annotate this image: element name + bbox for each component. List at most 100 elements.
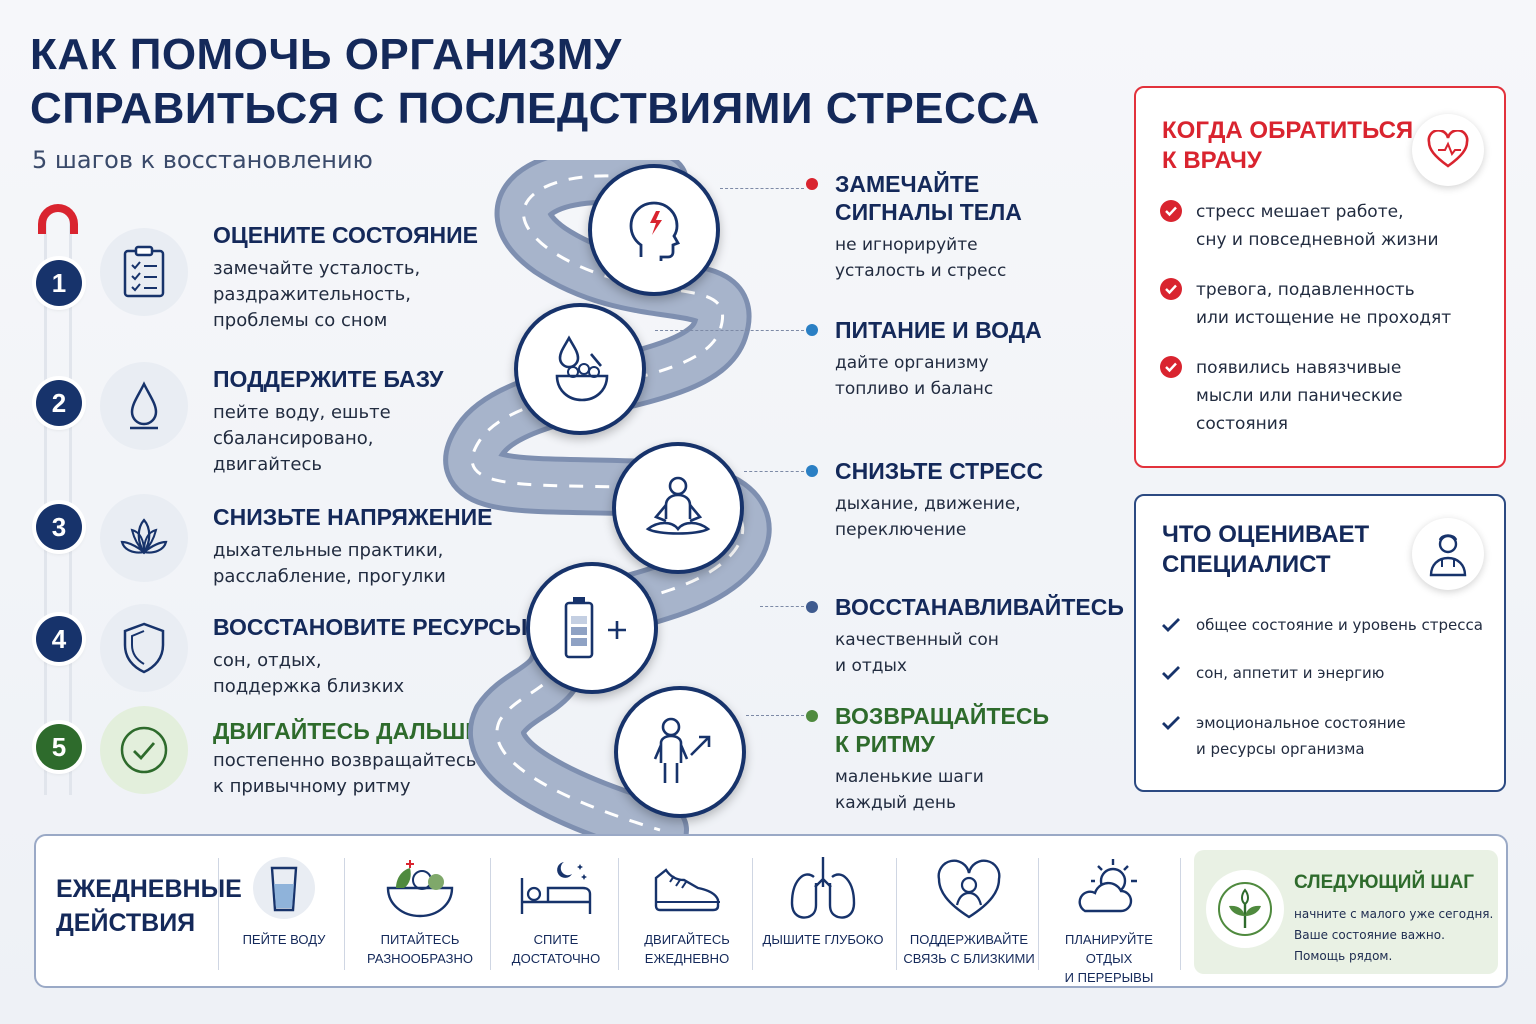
doctor-item-text: стресс мешает работе, сну и повседневной… — [1196, 202, 1439, 250]
step-number: 5 — [36, 724, 82, 770]
doctor-item-text: появились навязчивые мысли или панически… — [1196, 358, 1403, 434]
road-item-5: ВОЗВРАЩАЙТЕСЬ К РИТМУ маленькие шаги каж… — [806, 702, 1106, 816]
next-step-title: СЛЕДУЮЩИЙ ШАГ — [1294, 872, 1474, 893]
page-title: КАК ПОМОЧЬ ОРГАНИЗМУ СПРАВИТЬСЯ С ПОСЛЕД… — [30, 28, 1090, 136]
road-node-5 — [614, 686, 746, 818]
sneaker-icon — [624, 846, 750, 930]
road-text: качественный сон и отдых — [835, 630, 999, 676]
panel-title: ЧТО ОЦЕНИВАЕТ СПЕЦИАЛИСТ — [1162, 521, 1370, 578]
step-title: СНИЗЬТЕ НАПРЯЖЕНИЕ — [213, 504, 493, 530]
road-item-1: ЗАМЕЧАЙТЕ СИГНАЛЫ ТЕЛА не игнорируйте ус… — [806, 170, 1106, 284]
step-title: ПОДДЕРЖИТЕ БАЗУ — [213, 366, 444, 392]
clipboard-icon — [100, 228, 188, 316]
divider — [1038, 858, 1039, 970]
divider — [896, 858, 897, 970]
road-title: ПИТАНИЕ И ВОДА — [835, 317, 1042, 343]
next-step-card: СЛЕДУЮЩИЙ ШАГ начните с малого уже сегод… — [1194, 850, 1498, 974]
divider — [490, 858, 491, 970]
road-node-2 — [514, 303, 646, 435]
specialist-item-text: общее состояние и уровень стресса — [1196, 616, 1483, 634]
specialist-item: эмоциональное состояние и ресурсы органи… — [1160, 710, 1490, 762]
divider — [1180, 858, 1181, 970]
specialist-item: общее состояние и уровень стресса — [1160, 612, 1490, 638]
action-label: ДВИГАЙТЕСЬ ЕЖЕДНЕВНО — [644, 932, 730, 966]
bed-moon-icon — [496, 846, 616, 930]
page-subtitle: 5 шагов к восстановлению — [32, 146, 373, 174]
check-icon — [1160, 712, 1182, 734]
step-text: замечайте усталость, раздражительность, … — [213, 258, 421, 331]
action-label: ПЛАНИРУЙТЕ ОТДЫХ И ПЕРЕРЫВЫ — [1064, 932, 1154, 985]
connector-line — [744, 471, 804, 472]
step-2: 2 ПОДДЕРЖИТЕ БАЗУ пейте воду, ешьте сбал… — [0, 362, 520, 475]
road-node-3 — [612, 442, 744, 574]
road-dot — [806, 601, 818, 613]
step-number: 4 — [36, 616, 82, 662]
divider — [344, 858, 345, 970]
step-title: ВОССТАНОВИТЕ РЕСУРСЫ — [213, 614, 528, 640]
drop-bowl-icon — [555, 335, 609, 402]
step-title: ДВИГАЙТЕСЬ ДАЛЬШЕ — [213, 718, 481, 744]
action-label: ДЫШИТЕ ГЛУБОКО — [762, 932, 884, 947]
road-item-2: ПИТАНИЕ И ВОДА дайте организму топливо и… — [806, 316, 1106, 402]
steps-rail — [44, 215, 72, 795]
step-text: пейте воду, ешьте сбалансировано, двигай… — [213, 402, 391, 475]
doctor-item-text: тревога, подавленность или истощение не … — [1196, 280, 1452, 328]
title-line-2: СПРАВИТЬСЯ С ПОСЛЕДСТВИЯМИ СТРЕССА — [30, 84, 1040, 133]
water-drop-icon — [100, 362, 188, 450]
red-check-icon — [1160, 278, 1182, 300]
action-rest: ПЛАНИРУЙТЕ ОТДЫХ И ПЕРЕРЫВЫ — [1042, 846, 1176, 985]
shield-icon — [100, 604, 188, 692]
step-text: постепенно возвращайтесь к привычному ри… — [213, 750, 477, 797]
step-1: 1 ОЦЕНИТЕ СОСТОЯНИЕ замечайте усталость,… — [0, 220, 520, 331]
title-line-1: КАК ПОМОЧЬ ОРГАНИЗМУ — [30, 30, 622, 79]
step-5: 5 ДВИГАЙТЕСЬ ДАЛЬШЕ постепенно возвращай… — [0, 706, 520, 816]
road-text: не игнорируйте усталость и стресс — [835, 235, 1007, 281]
step-text: дыхательные практики, расслабление, прог… — [213, 540, 446, 587]
check-circle-icon — [100, 706, 188, 794]
sun-cloud-icon — [1042, 846, 1176, 930]
connector-line — [655, 330, 804, 331]
daily-actions-title: ЕЖЕДНЕВНЫЕ ДЕЙСТВИЯ — [56, 875, 242, 937]
road-title: ЗАМЕЧАЙТЕ СИГНАЛЫ ТЕЛА — [835, 171, 1022, 225]
head-lightning-icon — [629, 201, 681, 261]
doctor-item: стресс мешает работе, сну и повседневной… — [1160, 198, 1490, 254]
step-number: 3 — [36, 504, 82, 550]
salad-bowl-icon — [350, 846, 490, 930]
meditation-icon — [645, 476, 711, 535]
action-move: ДВИГАЙТЕСЬ ЕЖЕДНЕВНО — [624, 846, 750, 980]
road-dot — [806, 178, 818, 190]
road-dot — [806, 465, 818, 477]
action-water: ПЕЙТЕ ВОДУ — [224, 846, 344, 980]
road-text: дайте организму топливо и баланс — [835, 353, 994, 399]
road-text: дыхание, движение, переключение — [835, 494, 1021, 540]
lotus-icon — [100, 494, 188, 582]
doctor-icon — [1412, 518, 1484, 590]
action-nutrition: ПИТАЙТЕСЬ РАЗНООБРАЗНО — [350, 846, 490, 980]
heart-person-icon — [900, 846, 1038, 930]
step-text: сон, отдых, поддержка близких — [213, 650, 405, 697]
road-text: маленькие шаги каждый день — [835, 767, 984, 813]
check-icon — [1160, 614, 1182, 636]
glass-icon — [224, 846, 344, 930]
road-dot — [806, 710, 818, 722]
connector-line — [720, 188, 804, 189]
doctor-item: появились навязчивые мысли или панически… — [1160, 354, 1490, 438]
lungs-icon — [758, 846, 888, 930]
divider — [752, 858, 753, 970]
battery-plus-icon — [564, 597, 626, 659]
red-check-icon — [1160, 200, 1182, 222]
action-label: СПИТЕ ДОСТАТОЧНО — [511, 932, 601, 966]
road-item-3: СНИЗЬТЕ СТРЕСС дыхание, движение, перекл… — [806, 457, 1106, 543]
road-title: ВОССТАНАВЛИВАЙТЕСЬ — [835, 594, 1124, 620]
check-icon — [1160, 662, 1182, 684]
road-title: ВОЗВРАЩАЙТЕСЬ К РИТМУ — [835, 703, 1049, 757]
person-arrow-icon — [653, 717, 711, 783]
road-title: СНИЗЬТЕ СТРЕСС — [835, 458, 1044, 484]
step-title: ОЦЕНИТЕ СОСТОЯНИЕ — [213, 222, 478, 248]
step-3: 3 СНИЗЬТЕ НАПРЯЖЕНИЕ дыхательные практик… — [0, 494, 520, 604]
sprout-icon — [1206, 870, 1284, 948]
specialist-item-text: эмоциональное состояние и ресурсы органи… — [1196, 714, 1406, 758]
daily-actions-bar: ЕЖЕДНЕВНЫЕ ДЕЙСТВИЯ ПЕЙТЕ ВОДУ ПИТАЙТЕСЬ… — [34, 834, 1508, 988]
when-to-see-doctor-panel: КОГДА ОБРАТИТЬСЯ К ВРАЧУ стресс мешает р… — [1134, 86, 1506, 468]
next-step-text: начните с малого уже сегодня. Ваше состо… — [1294, 907, 1494, 963]
